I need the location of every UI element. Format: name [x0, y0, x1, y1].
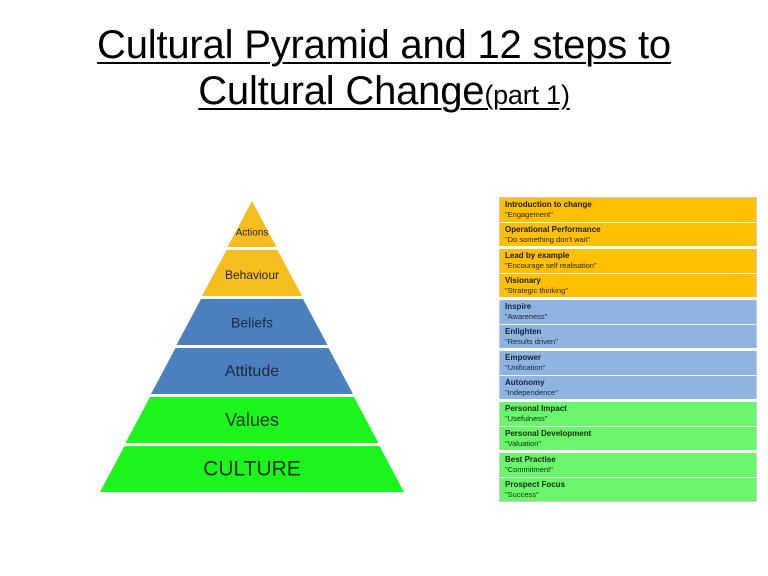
step-row: Enlighten "Results driven" [500, 324, 756, 348]
step-quote: "Engagement" [505, 210, 553, 219]
steps-group-3: Inspire "Awareness" Enlighten "Results d… [499, 300, 757, 348]
pyramid-tier-actions-label: Actions [236, 228, 269, 239]
steps-group-1: Introduction to change "Engagement" Oper… [499, 197, 757, 246]
pyramid-tier-values-label: Values [225, 410, 279, 430]
pyramid-tier-actions-shape [227, 201, 277, 247]
step-row: Personal Impact "Usefulness" [500, 402, 756, 426]
steps-group-2: Lead by example "Encourage self realisat… [499, 249, 757, 297]
step-quote: "Independence" [505, 388, 558, 397]
step-row: Personal Development "Valuation" [500, 426, 756, 450]
step-row: Inspire "Awareness" [500, 300, 756, 324]
title-line-2-sub: (part 1) [484, 80, 570, 110]
title-line-2-main: Cultural Change [198, 69, 485, 113]
pyramid-tier-behaviour-label: Behaviour [225, 268, 279, 282]
step-quote: "Results driven" [505, 337, 558, 346]
step-row: Empower "Unification" [500, 351, 756, 375]
pyramid-tier-culture-label: CULTURE [203, 458, 301, 481]
step-title: Personal Development [505, 429, 592, 438]
step-title: Empower [505, 353, 542, 362]
step-row: Prospect Focus "Success" [500, 477, 756, 501]
step-row: Lead by example "Encourage self realisat… [500, 249, 756, 273]
pyramid-tier-attitude-shape [151, 348, 353, 394]
step-quote: "Awareness" [505, 312, 548, 321]
step-quote: "Commitment" [505, 465, 553, 474]
pyramid-tier-beliefs-label: Beliefs [231, 315, 273, 331]
step-title: Autonomy [505, 378, 545, 387]
step-title: Enlighten [505, 327, 542, 336]
pyramid-tier-behaviour-shape [202, 250, 302, 296]
step-row: Operational Performance "Do something do… [500, 222, 756, 246]
pyramid-tier-culture-shape [100, 446, 404, 492]
step-quote: "Unification" [505, 363, 546, 372]
title-line-1-text: Cultural Pyramid and 12 steps to [97, 23, 671, 67]
step-row: Best Practise "Commitment" [500, 453, 756, 477]
page-title: Cultural Pyramid and 12 steps to Cultura… [40, 22, 728, 118]
pyramid-tier-beliefs-shape [176, 299, 328, 345]
step-title: Inspire [505, 302, 532, 311]
pyramid-tier-values-shape [125, 397, 379, 443]
cultural-pyramid: Actions Behaviour Beliefs Attitude Value… [12, 190, 492, 502]
step-quote: "Valuation" [505, 439, 542, 448]
step-quote: "Do something don't wait" [505, 235, 591, 244]
step-quote: "Success" [505, 490, 539, 499]
step-title: Lead by example [505, 251, 570, 260]
step-quote: "Encourage self realisation" [505, 261, 597, 270]
step-title: Personal Impact [505, 404, 567, 413]
steps-group-6: Best Practise "Commitment" Prospect Focu… [499, 453, 757, 502]
steps-group-5: Personal Impact "Usefulness" Personal De… [499, 402, 757, 450]
title-line-2: Cultural Change(part 1) [40, 68, 728, 118]
step-title: Best Practise [505, 455, 556, 464]
step-quote: "Strategic thinking" [505, 286, 568, 295]
step-title: Visionary [505, 276, 541, 285]
step-title: Operational Performance [505, 225, 601, 234]
step-row: Introduction to change "Engagement" [500, 198, 756, 222]
pyramid-tier-attitude-label: Attitude [225, 363, 279, 380]
title-line-1: Cultural Pyramid and 12 steps to [40, 22, 728, 68]
step-row: Visionary "Strategic thinking" [500, 273, 756, 297]
twelve-steps-panel: Introduction to change "Engagement" Oper… [499, 197, 757, 502]
step-title: Prospect Focus [505, 480, 566, 489]
step-row: Autonomy "Independence" [500, 375, 756, 399]
step-quote: "Usefulness" [505, 414, 548, 423]
step-title: Introduction to change [505, 200, 592, 209]
steps-group-4: Empower "Unification" Autonomy "Independ… [499, 351, 757, 399]
